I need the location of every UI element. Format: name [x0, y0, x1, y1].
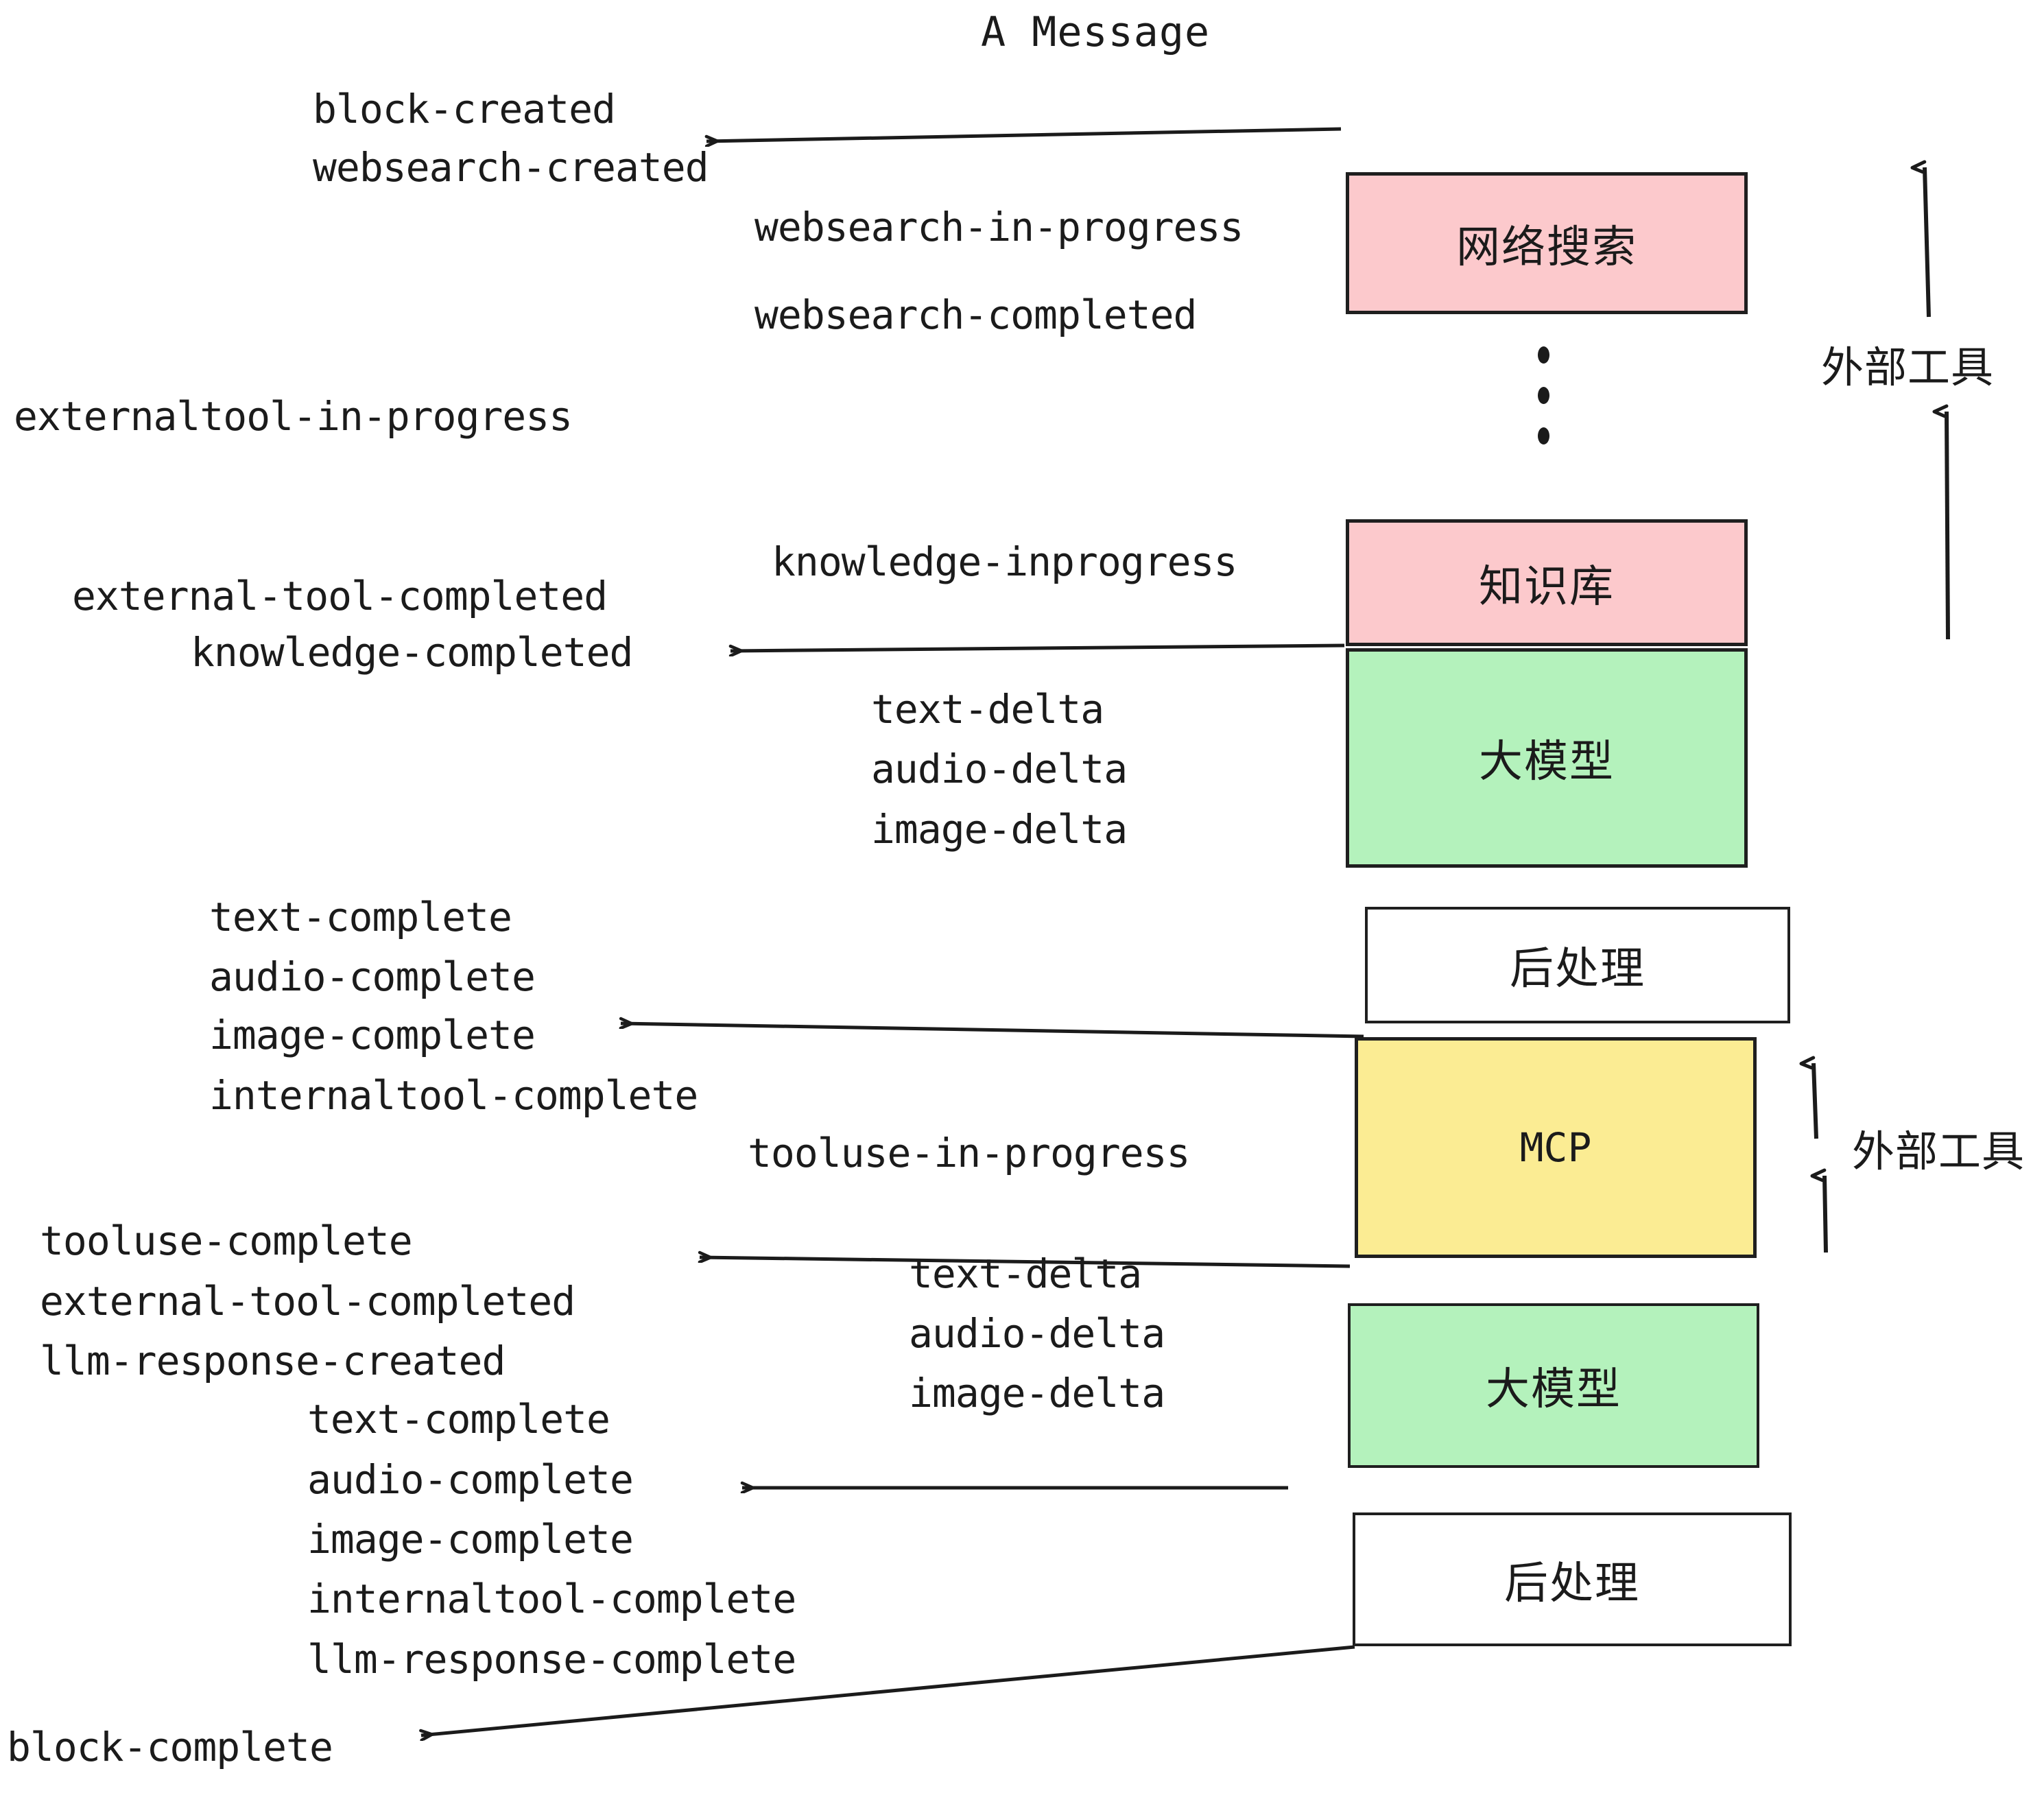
- event-label-block-created: block-created: [313, 86, 616, 132]
- node-postprocess-1-label: 后处理: [1510, 944, 1645, 995]
- event-label-tooluse-in-progress: tooluse-in-progress: [748, 1130, 1190, 1176]
- diagram-title: A Message: [981, 8, 1211, 56]
- vertical-ellipsis-icon: [1538, 346, 1549, 444]
- event-label-text-complete-2: text-complete: [307, 1396, 610, 1443]
- event-label-llm-response-complete: llm-response-complete: [307, 1636, 796, 1683]
- event-label-text-delta-2: text-delta: [909, 1250, 1142, 1297]
- event-label-internaltool-complete-2: internaltool-complete: [307, 1576, 796, 1622]
- external-tools-arrow-down-1: [1947, 412, 1950, 640]
- node-llm-1[interactable]: 大模型: [1346, 648, 1748, 868]
- arrow-websearch-out: [706, 127, 1342, 141]
- node-postprocess-1[interactable]: 后处理: [1365, 907, 1790, 1023]
- event-label-image-complete-1: image-complete: [209, 1012, 536, 1058]
- event-label-audio-complete-2: audio-complete: [307, 1456, 634, 1503]
- event-label-externaltool-in-progress: externaltool-in-progress: [14, 393, 573, 440]
- node-websearch-label: 网络搜索: [1456, 222, 1637, 273]
- event-label-knowledge-completed: knowledge-completed: [191, 629, 633, 676]
- external-tools-arrow-up-1: [1925, 167, 1931, 318]
- node-mcp-label: MCP: [1519, 1124, 1592, 1171]
- node-postprocess-2-label: 后处理: [1504, 1558, 1640, 1609]
- event-label-audio-delta-2: audio-delta: [909, 1310, 1165, 1357]
- event-label-audio-delta-1: audio-delta: [871, 746, 1128, 792]
- arrow-knowledge-out: [730, 643, 1345, 651]
- external-tools-arrow-up-2: [1814, 1063, 1818, 1139]
- node-llm-2-label: 大模型: [1486, 1364, 1621, 1415]
- event-label-llm-response-created: llm-response-created: [40, 1338, 506, 1384]
- side-label-external-tools-top: 外部工具: [1821, 342, 1995, 392]
- ellipsis-dot: [1538, 427, 1549, 444]
- event-label-image-delta-1: image-delta: [871, 806, 1128, 853]
- node-mcp[interactable]: MCP: [1355, 1037, 1757, 1258]
- external-tools-arrow-down-2: [1825, 1176, 1828, 1253]
- node-websearch[interactable]: 网络搜索: [1346, 172, 1748, 314]
- ellipsis-dot: [1538, 387, 1549, 404]
- ellipsis-dot: [1538, 346, 1549, 364]
- node-knowledge[interactable]: 知识库: [1346, 519, 1748, 646]
- event-label-internaltool-complete-1: internaltool-complete: [209, 1072, 698, 1119]
- event-label-websearch-in-progress: websearch-in-progress: [754, 204, 1244, 250]
- event-label-external-tool-completed-1: external-tool-completed: [72, 573, 608, 619]
- event-label-block-complete: block-complete: [7, 1724, 333, 1770]
- event-label-websearch-completed: websearch-completed: [754, 292, 1197, 338]
- event-label-image-delta-2: image-delta: [909, 1370, 1165, 1416]
- node-postprocess-2[interactable]: 后处理: [1353, 1512, 1792, 1646]
- event-label-image-complete-2: image-complete: [307, 1516, 634, 1563]
- arrow-postprocess1-out: [621, 1023, 1364, 1039]
- event-label-text-delta-1: text-delta: [871, 686, 1104, 733]
- event-label-knowledge-inprogress: knowledge-inprogress: [772, 538, 1237, 585]
- side-label-external-tools-bottom: 外部工具: [1852, 1126, 2025, 1176]
- event-label-tooluse-complete: tooluse-complete: [40, 1218, 413, 1264]
- event-label-audio-complete-1: audio-complete: [209, 953, 536, 1000]
- event-label-text-complete-1: text-complete: [209, 894, 512, 940]
- node-knowledge-label: 知识库: [1479, 561, 1615, 613]
- event-label-websearch-created: websearch-created: [313, 144, 709, 191]
- event-label-external-tool-completed-2: external-tool-completed: [40, 1278, 575, 1325]
- node-llm-2[interactable]: 大模型: [1348, 1303, 1759, 1468]
- node-llm-1-label: 大模型: [1479, 737, 1615, 787]
